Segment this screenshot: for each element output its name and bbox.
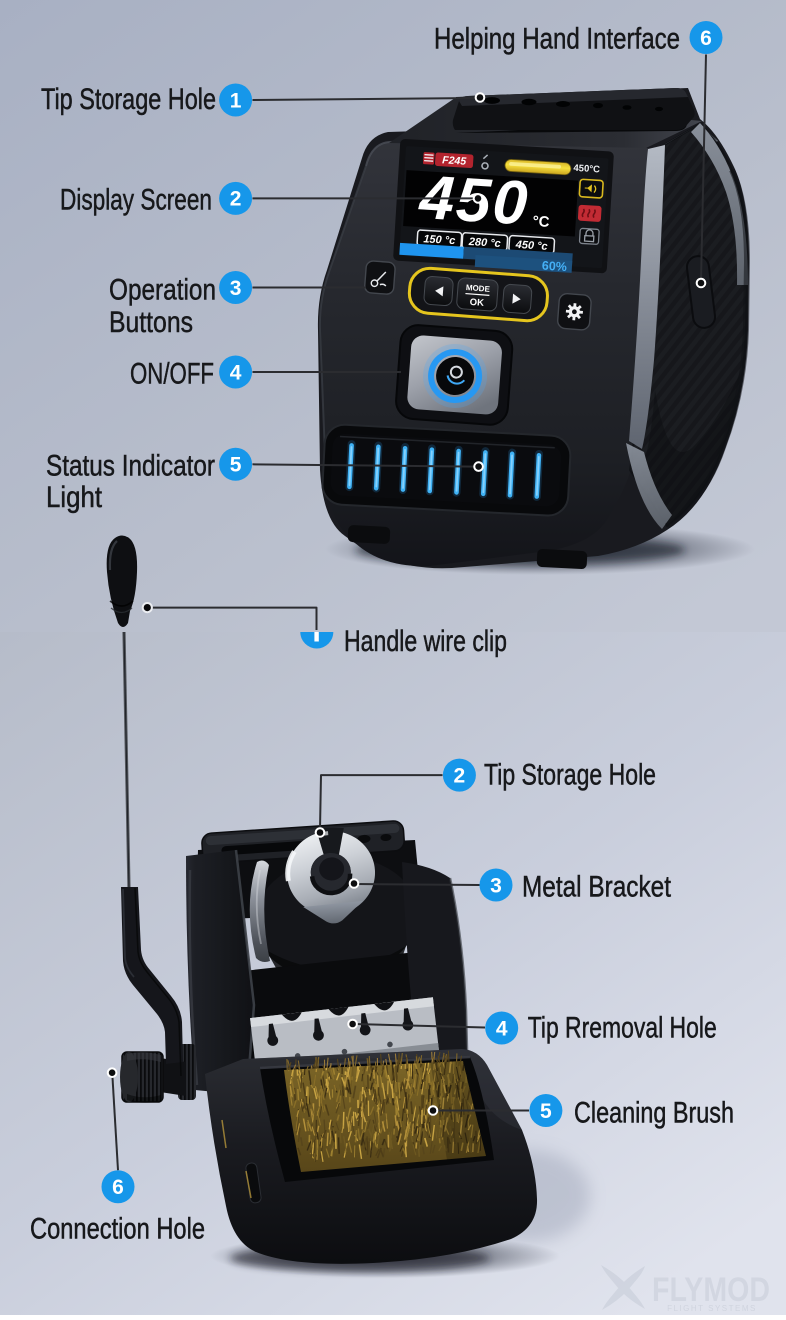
svg-text:FLIGHT SYSTEMS: FLIGHT SYSTEMS xyxy=(667,1304,757,1313)
svg-text:ON/OFF: ON/OFF xyxy=(130,357,214,390)
svg-text:Buttons: Buttons xyxy=(109,306,193,339)
svg-text:Metal Bracket: Metal Bracket xyxy=(522,870,672,903)
svg-text:Connection Hole: Connection Hole xyxy=(30,1212,205,1245)
svg-text:6: 6 xyxy=(700,27,712,50)
svg-text:6: 6 xyxy=(112,1176,124,1199)
svg-text:Cleaning Brush: Cleaning Brush xyxy=(574,1096,734,1129)
svg-text:5: 5 xyxy=(540,1100,552,1123)
svg-text:Tip Storage Hole: Tip Storage Hole xyxy=(41,83,216,116)
svg-text:450°C: 450°C xyxy=(573,163,600,176)
svg-text:FLYMOD: FLYMOD xyxy=(652,1271,770,1309)
svg-text:280 °c: 280 °c xyxy=(467,236,501,250)
svg-text:2: 2 xyxy=(230,188,242,211)
svg-text:Tip Storage Hole: Tip Storage Hole xyxy=(484,759,656,792)
svg-text:60%: 60% xyxy=(541,259,567,275)
svg-text:Operation: Operation xyxy=(109,273,216,306)
svg-text:150 °c: 150 °c xyxy=(423,233,456,247)
svg-text:5: 5 xyxy=(230,454,242,477)
svg-text:4: 4 xyxy=(496,1017,508,1040)
svg-text:MODE: MODE xyxy=(466,283,491,294)
svg-text:F245: F245 xyxy=(442,154,467,167)
svg-text:Status Indicator: Status Indicator xyxy=(46,449,215,482)
svg-text:°C: °C xyxy=(532,213,550,231)
svg-text:450 °c: 450 °c xyxy=(514,239,548,253)
svg-text:1: 1 xyxy=(230,89,242,112)
svg-text:Tip Rremoval Hole: Tip Rremoval Hole xyxy=(528,1011,717,1044)
svg-text:Helping Hand Interface: Helping Hand Interface xyxy=(434,23,680,56)
svg-text:Handle wire clip: Handle wire clip xyxy=(344,625,507,658)
svg-text:4: 4 xyxy=(230,361,242,384)
svg-text:Display Screen: Display Screen xyxy=(60,184,212,217)
svg-text:Light: Light xyxy=(46,481,103,514)
svg-text:3: 3 xyxy=(490,874,502,897)
svg-text:2: 2 xyxy=(454,764,466,787)
svg-text:3: 3 xyxy=(230,277,242,300)
svg-text:OK: OK xyxy=(469,297,484,309)
